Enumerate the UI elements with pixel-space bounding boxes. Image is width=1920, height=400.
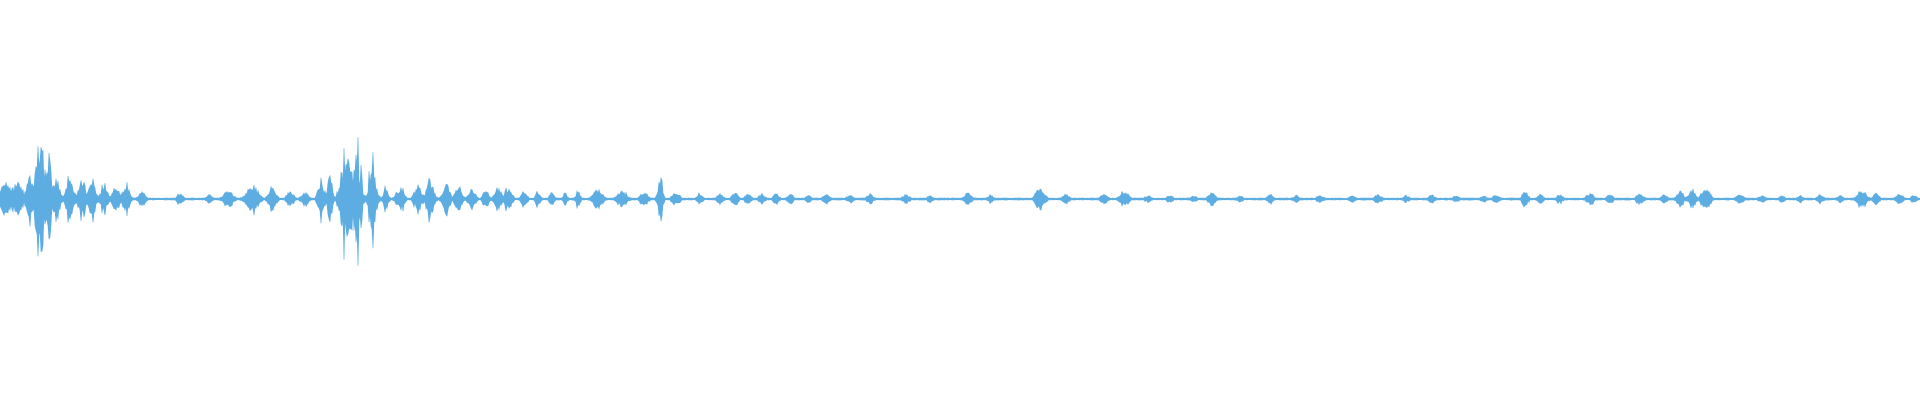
waveform-envelope: [0, 137, 1920, 266]
